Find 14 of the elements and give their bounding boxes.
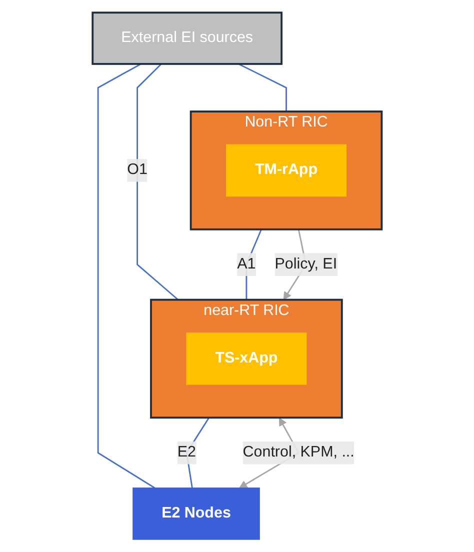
node-box: External EI sources [92, 12, 282, 65]
edge-label: O1 [127, 162, 148, 178]
connector [186, 417, 210, 488]
connector [238, 63, 287, 112]
connector [136, 63, 178, 300]
edge-label: Policy, EI [274, 256, 337, 272]
edge-label: A1 [236, 256, 256, 272]
node-box: TS-xApp [186, 332, 307, 385]
node-box: TM-rApp [226, 144, 346, 197]
edge-label: E2 [177, 444, 196, 460]
node-box: E2 Nodes [132, 488, 260, 540]
connector [246, 229, 262, 300]
connector [97, 63, 156, 489]
edge-label: Control, KPM, ... [242, 444, 354, 460]
